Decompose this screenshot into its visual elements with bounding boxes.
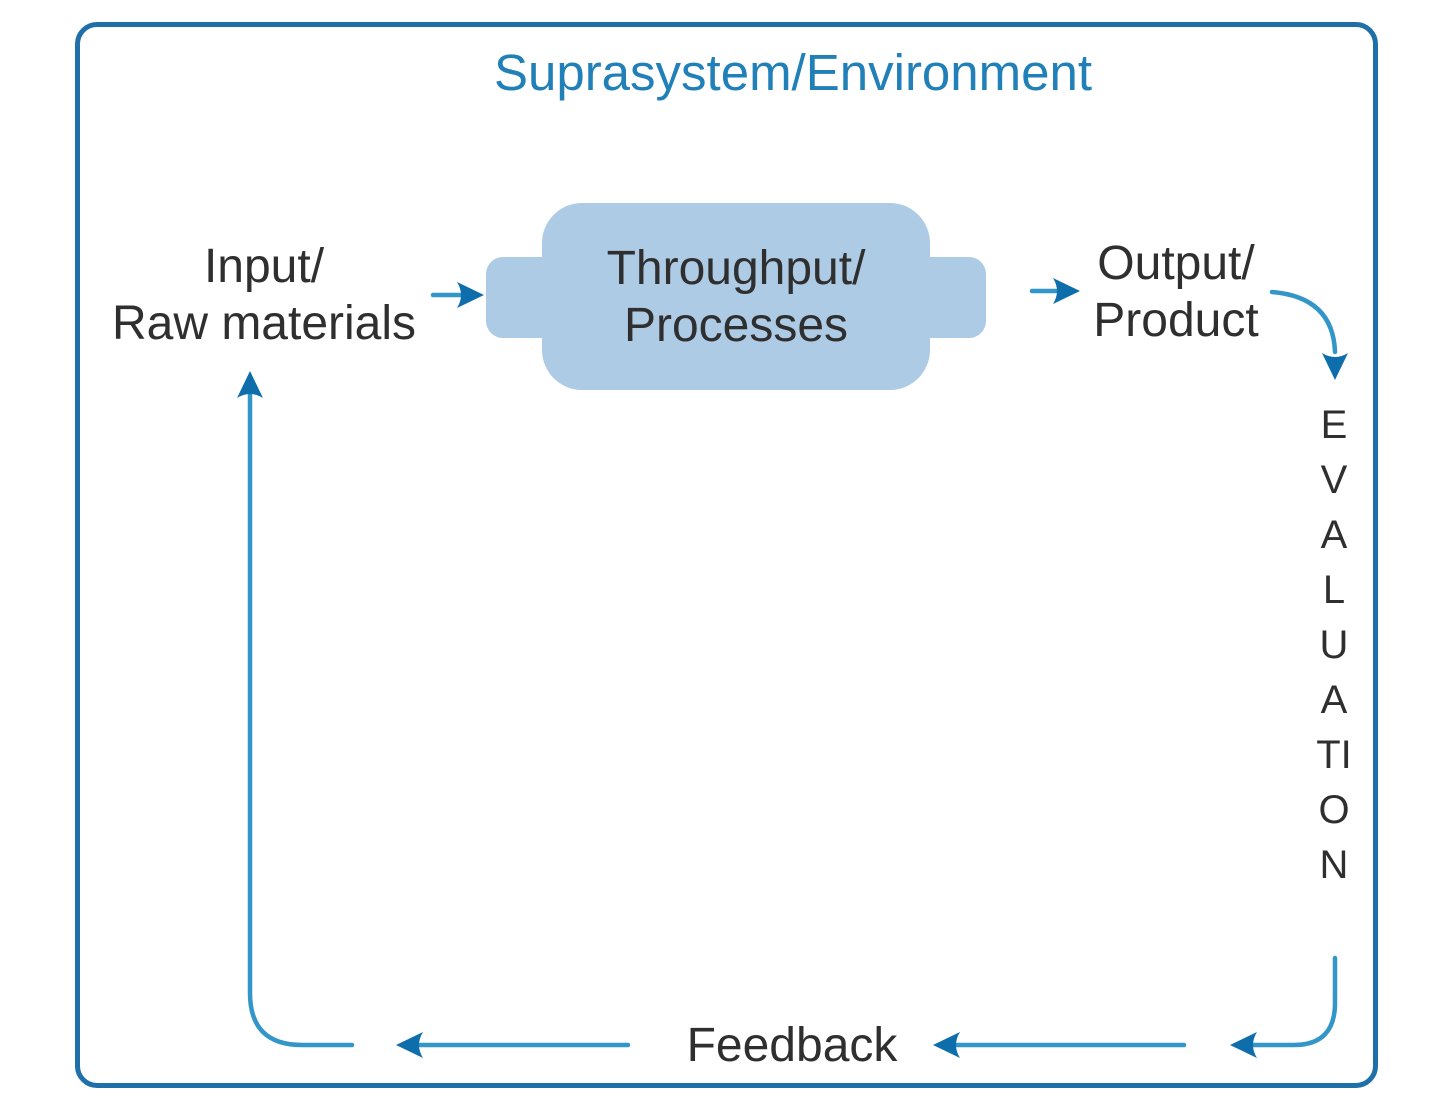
throughput-node-label: Throughput/ Processes	[542, 203, 930, 390]
diagram-title: Suprasystem/Environment	[493, 44, 1093, 101]
arrow-evaluation-to-feedback	[1251, 955, 1338, 1048]
arrowhead-output-to-evaluation-icon	[1322, 353, 1348, 380]
throughput-node-shape	[486, 203, 986, 390]
feedback-label: Feedback	[686, 1019, 898, 1072]
suprasystem-boundary-box	[75, 22, 1378, 1088]
output-label-line1: Output/	[1097, 237, 1255, 290]
arrowhead-left-of-feedback-icon	[396, 1032, 423, 1058]
arrowhead-right-of-feedback-icon	[933, 1032, 960, 1058]
return-line-feedback-to-input	[247, 392, 355, 1048]
throughput-label-line1: Throughput/	[606, 241, 866, 295]
arrow-output-to-evaluation	[1269, 289, 1338, 355]
input-node-label: Input/ Raw materials	[74, 238, 454, 352]
arrowhead-return-to-input-icon	[237, 371, 263, 398]
throughput-label-line2: Processes	[623, 298, 849, 352]
output-label-line2: Product	[1093, 294, 1259, 347]
input-label-line2: Raw materials	[111, 297, 417, 350]
arrowhead-input-to-throughput-icon	[457, 282, 484, 308]
output-node-label: Output/ Product	[1026, 235, 1326, 349]
arrowhead-evaluation-to-feedback-icon	[1230, 1032, 1257, 1058]
input-label-line1: Input/	[203, 240, 325, 293]
evaluation-vertical-label: EVALUATION	[1316, 403, 1352, 887]
arrowhead-throughput-to-output-icon	[1053, 278, 1080, 304]
